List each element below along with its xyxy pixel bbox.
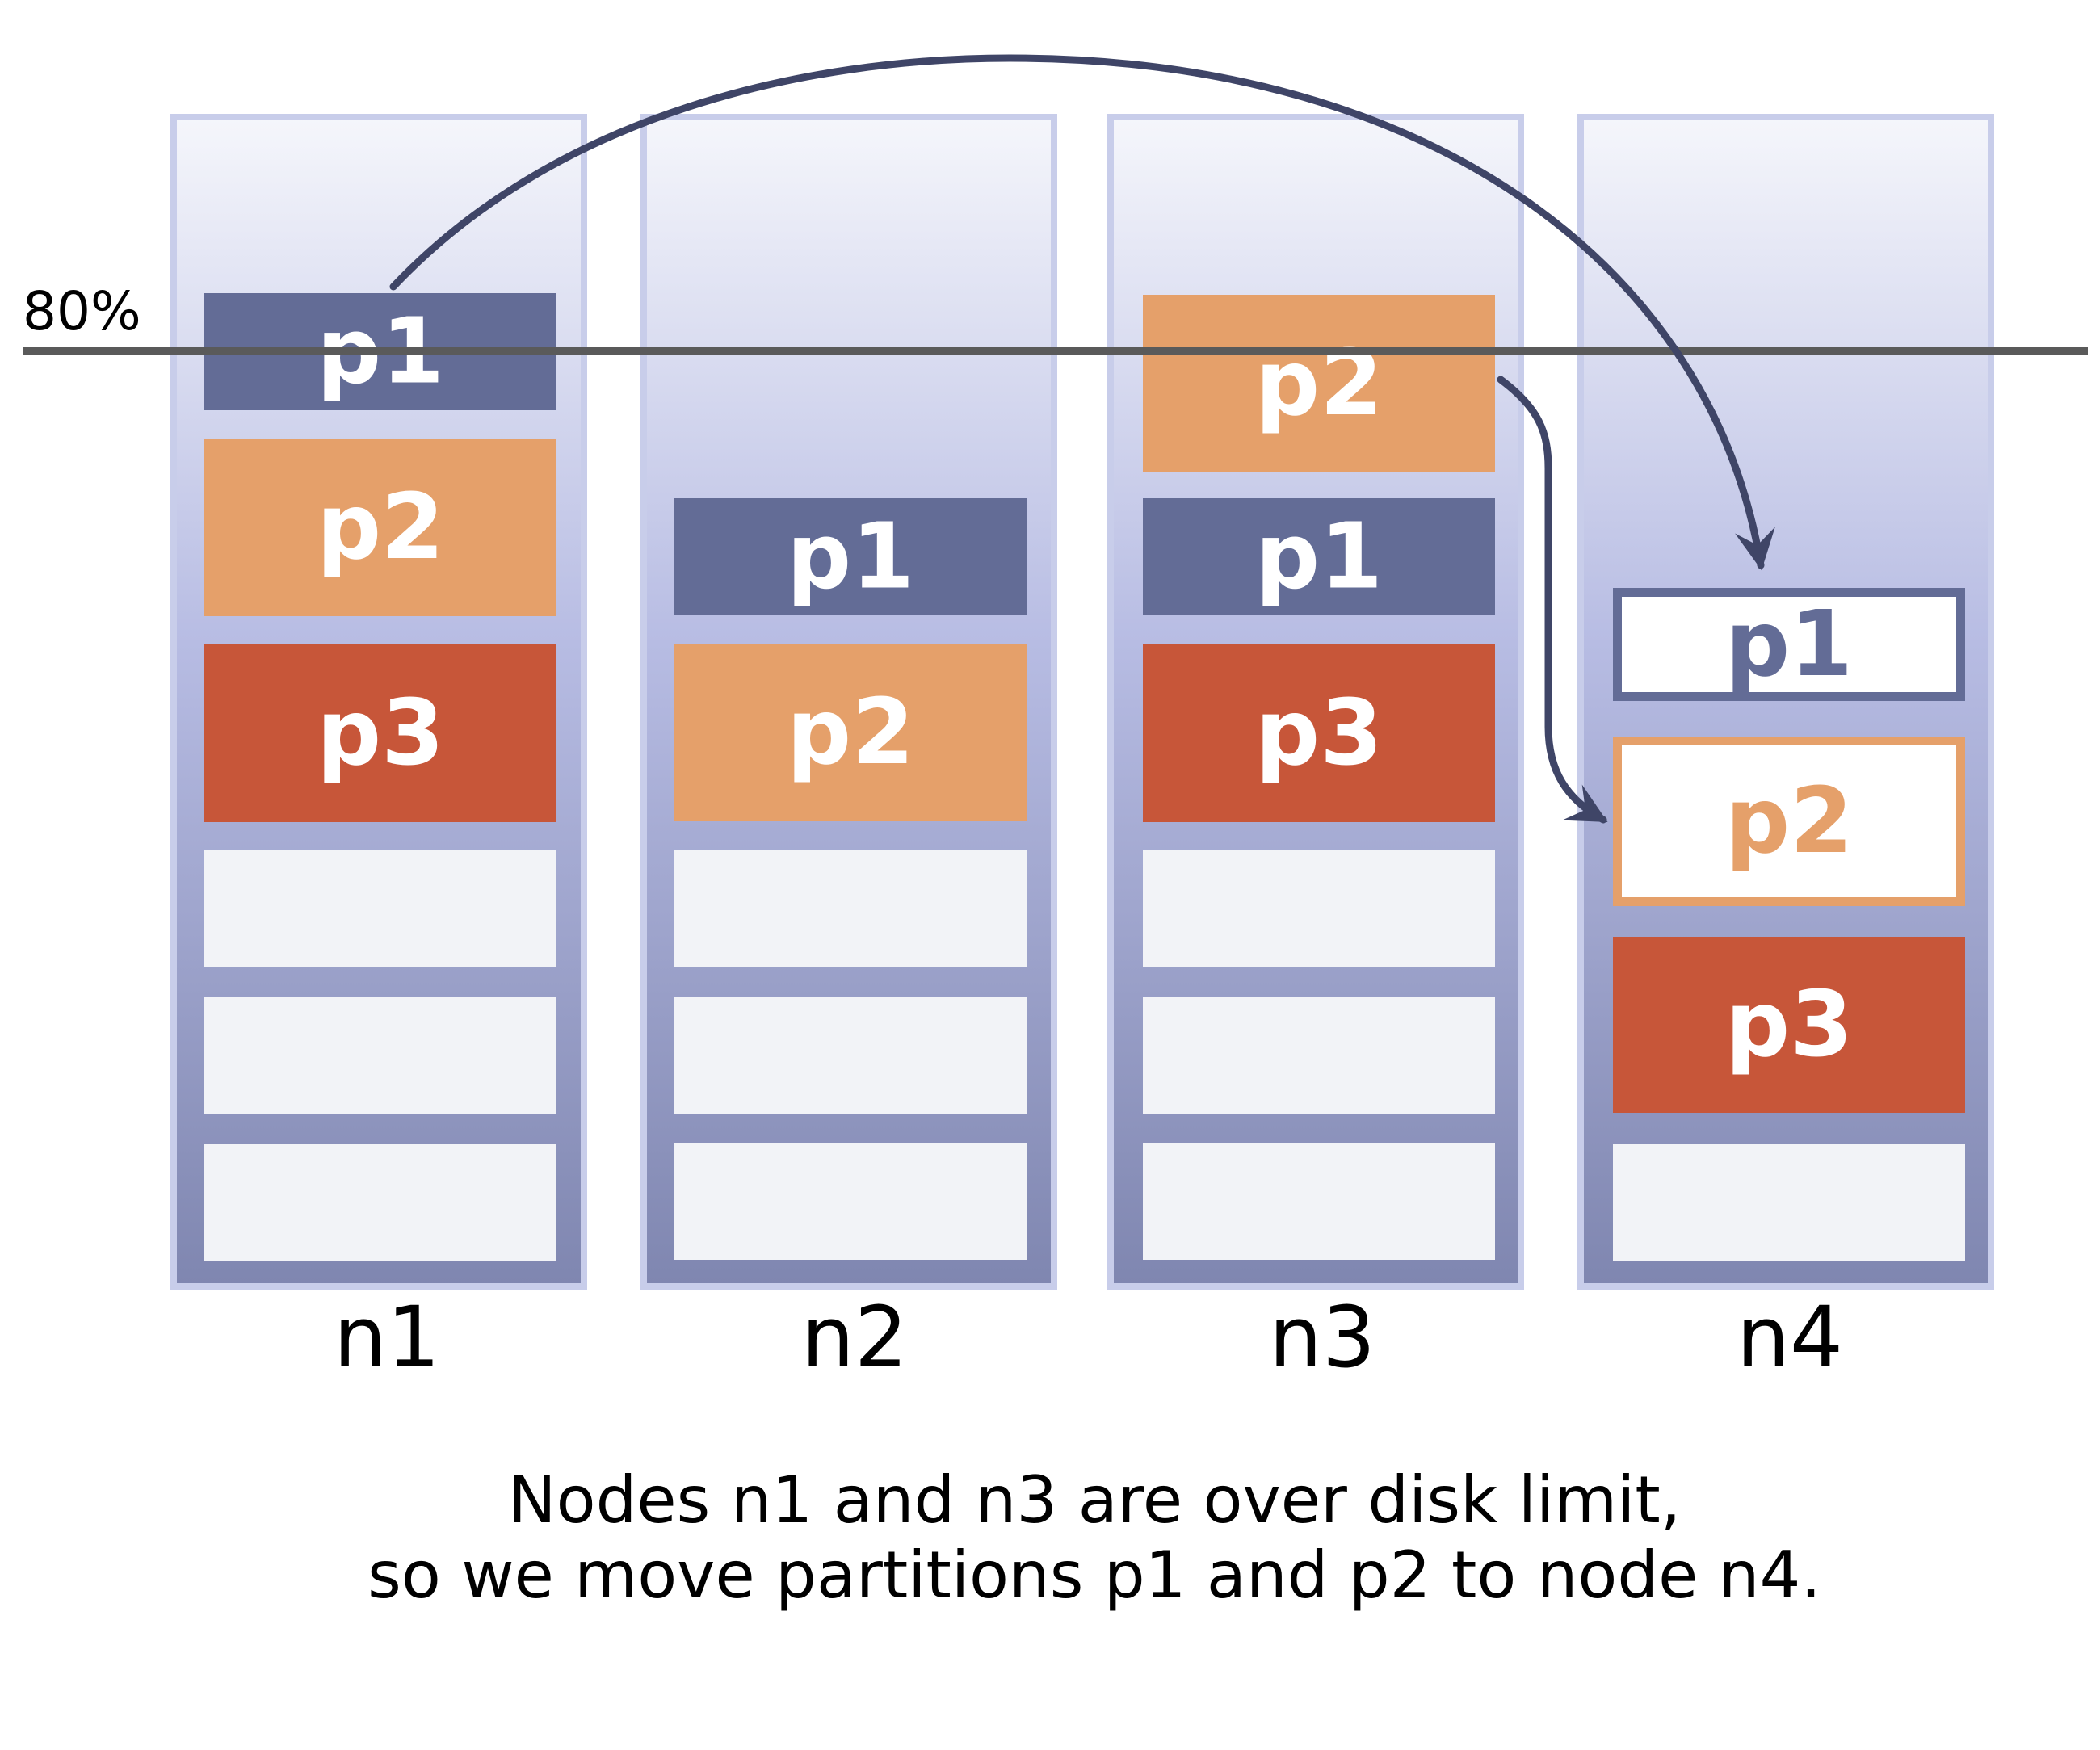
empty-slot-box: [674, 997, 1027, 1114]
partition-p3: p3: [1143, 644, 1495, 822]
partition-p1-box: [1613, 588, 1965, 701]
partition-p1-label: p1: [1725, 592, 1853, 697]
partition-p2-box: [674, 644, 1027, 821]
empty-slot: [204, 1144, 556, 1261]
partition-p2-label: p2: [1725, 769, 1853, 874]
caption-line-1: Nodes n1 and n3 are over disk limit,: [508, 1463, 1681, 1538]
node-n2: p1 p2 n2: [640, 114, 1057, 1387]
empty-slot: [1143, 997, 1495, 1114]
partition-p2: p2: [204, 439, 556, 616]
partition-p2-box: [204, 439, 556, 616]
empty-slot-box: [1143, 997, 1495, 1114]
empty-slot: [204, 850, 556, 967]
disk-threshold: 80%: [23, 280, 2088, 355]
partition-p2-label: p2: [1255, 331, 1383, 436]
caption-line-2: so we move partitions p1 and p2 to node …: [368, 1538, 1821, 1613]
empty-slot: [1143, 1143, 1495, 1260]
node-n2-label: n2: [801, 1288, 908, 1387]
node-n4-label: n4: [1737, 1288, 1843, 1387]
partition-p2: p2: [1613, 737, 1965, 906]
partition-p1: p1: [1613, 588, 1965, 701]
empty-slot-box: [204, 850, 556, 967]
partition-p1: p1: [674, 498, 1027, 615]
empty-slot-box: [1143, 850, 1495, 967]
partition-p2: p2: [674, 644, 1027, 821]
node-n4-slots: p1 p2 p3: [1613, 588, 1965, 1261]
empty-slot-box: [1613, 1144, 1965, 1261]
partition-p3-box: [1613, 937, 1965, 1113]
move-arrow-p1-n1-to-n4: [389, 54, 1775, 571]
partition-p3: p3: [1613, 937, 1965, 1113]
partition-p2-label: p2: [317, 475, 444, 580]
partition-p2: p2: [1143, 295, 1495, 472]
node-n2-slots: p1 p2: [674, 498, 1027, 1260]
empty-slot: [1613, 1144, 1965, 1261]
caption: Nodes n1 and n3 are over disk limit, so …: [368, 1463, 1821, 1613]
partition-p1-label: p1: [787, 505, 914, 610]
node-n3-slots: p2 p1 p3: [1143, 295, 1495, 1260]
partition-p1-label: p1: [1255, 505, 1383, 610]
empty-slot-box: [204, 1144, 556, 1261]
partition-p1: p1: [1143, 498, 1495, 615]
partition-p2-box: [1143, 295, 1495, 472]
move-arrow-p2-n3-to-n4: [1497, 376, 1608, 824]
node-n1-label: n1: [334, 1288, 440, 1387]
empty-slot: [674, 850, 1027, 967]
node-n3: p2 p1 p3 n3: [1107, 114, 1524, 1387]
partition-p3: p3: [204, 644, 556, 822]
threshold-label: 80%: [23, 280, 141, 342]
partition-p2-box: [1613, 737, 1965, 906]
partition-p3-label: p3: [317, 681, 444, 786]
node-n3-label: n3: [1269, 1288, 1376, 1387]
empty-slot: [204, 997, 556, 1114]
empty-slot-box: [674, 850, 1027, 967]
partition-p3-box: [204, 644, 556, 822]
empty-slot: [1143, 850, 1495, 967]
partition-p1-box: [674, 498, 1027, 615]
empty-slot: [674, 997, 1027, 1114]
partition-p1-box: [1143, 498, 1495, 615]
partition-p2-label: p2: [787, 680, 914, 785]
empty-slot-box: [674, 1143, 1027, 1260]
partition-p3-label: p3: [1255, 681, 1383, 786]
empty-slot: [674, 1143, 1027, 1260]
partition-p3-box: [1143, 644, 1495, 822]
partition-p3-label: p3: [1725, 972, 1853, 1077]
empty-slot-box: [1143, 1143, 1495, 1260]
empty-slot-box: [204, 997, 556, 1114]
